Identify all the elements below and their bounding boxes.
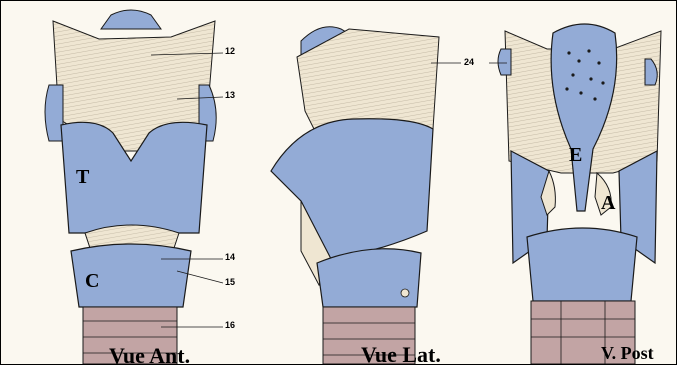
callout-24: 24: [464, 58, 474, 67]
callout-13: 13: [225, 91, 235, 100]
posterior-view: [489, 24, 661, 364]
anterior-view: [45, 10, 223, 364]
callout-14: 14: [225, 253, 235, 262]
epiglottis-letter: E: [569, 145, 582, 165]
arytenoid-letter: A: [601, 193, 615, 213]
cricoid-letter: C: [85, 271, 99, 291]
anterior-view-title: Vue Ant.: [109, 345, 190, 365]
callout-16: 16: [225, 321, 235, 330]
thyroid-letter: T: [76, 167, 89, 187]
posterior-view-title: V. Post: [601, 344, 654, 362]
lateral-view-title: Vue Lat.: [361, 344, 441, 365]
callout-12: 12: [225, 47, 235, 56]
lateral-view: [271, 27, 461, 364]
callout-15: 15: [225, 278, 235, 287]
